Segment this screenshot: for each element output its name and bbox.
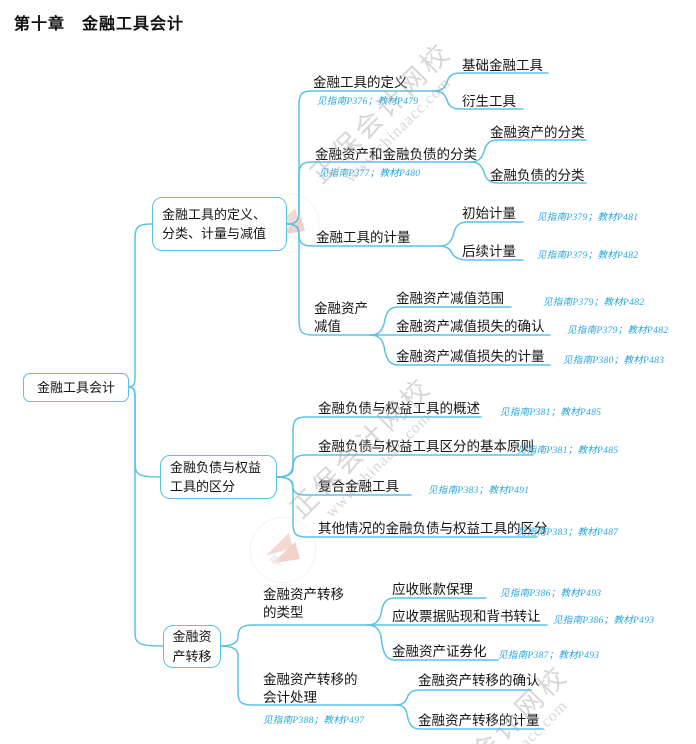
branch-node-label: 金融工具的定义、 分类、计量与减值 bbox=[162, 206, 267, 242]
node-impairment-loss-measurement: 金融资产减值损失的计量 bbox=[396, 349, 545, 364]
branch-node-label: 金融资 产转移 bbox=[172, 629, 212, 664]
branch-node-label: 金融负债与权益 工具的区分 bbox=[170, 459, 262, 495]
page-ref: 见指南P379；教材P481 bbox=[537, 213, 639, 223]
node-transfer-types: 金融资产转移 的类型 bbox=[263, 587, 344, 621]
node-transfer-measurement: 金融资产转移的计量 bbox=[418, 713, 540, 728]
page-ref: 见指南P388；教材P497 bbox=[263, 716, 365, 726]
brand-logo-icon bbox=[249, 516, 317, 584]
branch-node-asset-transfer: 金融资 产转移 bbox=[163, 625, 221, 668]
node-transfer-recognition: 金融资产转移的确认 bbox=[418, 673, 540, 688]
node-asset-securitization: 金融资产证券化 bbox=[392, 644, 487, 659]
page-ref: 见指南P387；教材P493 bbox=[498, 651, 600, 661]
branch-node-liability-equity-distinction: 金融负债与权益 工具的区分 bbox=[160, 455, 277, 499]
node-liability-equity-overview: 金融负债与权益工具的概述 bbox=[318, 401, 480, 416]
node-asset-impairment: 金融资产 减值 bbox=[314, 301, 368, 335]
page-ref: 见指南P386；教材P493 bbox=[500, 589, 602, 599]
node-subsequent-measurement: 后续计量 bbox=[462, 244, 516, 259]
page-ref: 见指南P381；教材P485 bbox=[517, 446, 619, 456]
node-transfer-accounting-treatment: 金融资产转移的 会计处理 bbox=[263, 672, 358, 706]
node-liability-classification: 金融负债的分类 bbox=[490, 168, 585, 183]
node-instrument-measurement: 金融工具的计量 bbox=[316, 230, 411, 245]
node-initial-measurement: 初始计量 bbox=[462, 206, 516, 221]
node-impairment-scope: 金融资产减值范围 bbox=[396, 291, 504, 306]
page-ref: 见指南P376；教材P479 bbox=[317, 97, 419, 107]
node-derivative-instruments: 衍生工具 bbox=[462, 94, 516, 109]
page-title: 第十章 金融工具会计 bbox=[14, 16, 185, 33]
page-ref: 见指南P379；教材P482 bbox=[537, 251, 639, 261]
node-instrument-definition: 金融工具的定义 bbox=[313, 75, 408, 90]
node-impairment-loss-recognition: 金融资产减值损失的确认 bbox=[396, 319, 545, 334]
page-ref: 见指南P383；教材P487 bbox=[517, 528, 619, 538]
node-notes-discounting-endorsement: 应收票据贴现和背书转让 bbox=[392, 609, 541, 624]
node-asset-liability-classification: 金融资产和金融负债的分类 bbox=[315, 147, 477, 162]
page-ref: 见指南P377；教材P480 bbox=[319, 169, 421, 179]
node-distinction-basic-principles: 金融负债与权益工具区分的基本原则 bbox=[318, 439, 534, 454]
branch-node-definition-classification: 金融工具的定义、 分类、计量与减值 bbox=[152, 197, 287, 251]
page-ref: 见指南P383；教材P491 bbox=[428, 486, 530, 496]
node-compound-instruments: 复合金融工具 bbox=[318, 479, 399, 494]
node-receivables-factoring: 应收账款保理 bbox=[392, 582, 473, 597]
page-ref: 见指南P379；教材P482 bbox=[567, 326, 669, 336]
node-asset-classification: 金融资产的分类 bbox=[490, 125, 585, 140]
root-node: 金融工具会计 bbox=[23, 373, 129, 402]
root-node-label: 金融工具会计 bbox=[36, 379, 115, 395]
page-ref: 见指南P380；教材P483 bbox=[563, 356, 665, 366]
page-ref: 见指南P379；教材P482 bbox=[543, 298, 645, 308]
node-basic-instruments: 基础金融工具 bbox=[462, 58, 543, 73]
page-ref: 见指南P381；教材P485 bbox=[500, 408, 602, 418]
node-other-distinction-cases: 其他情况的金融负债与权益工具的区分 bbox=[318, 521, 548, 536]
page-ref: 见指南P386；教材P493 bbox=[553, 616, 655, 626]
